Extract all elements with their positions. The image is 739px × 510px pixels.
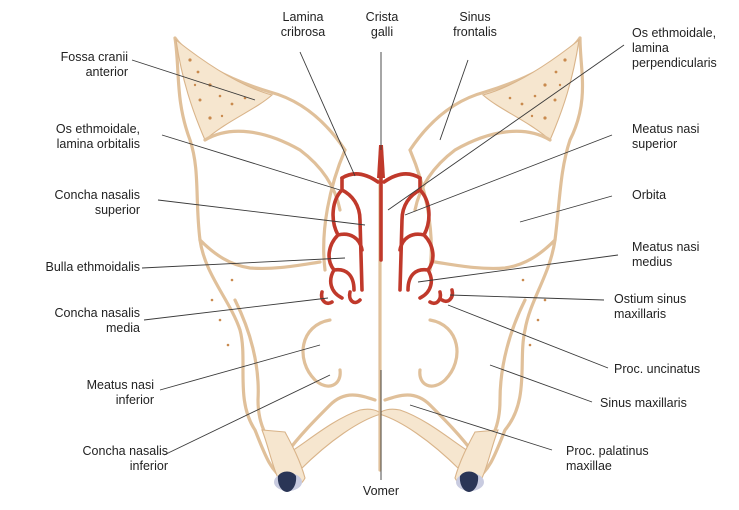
- label-proc-uncinatus: Proc. uncinatus: [614, 362, 700, 377]
- label-ostium-sinus-maxillaris: Ostium sinus maxillaris: [614, 292, 686, 322]
- label-sinus-maxillaris: Sinus maxillaris: [600, 396, 687, 411]
- label-meatus-nasi-superior: Meatus nasi superior: [632, 122, 699, 152]
- label-concha-nasalis-media: Concha nasalis media: [55, 306, 140, 336]
- leader-meatus-nasi-inferior: [160, 345, 320, 390]
- label-os-ethmoidale-orbitalis: Os ethmoidale, lamina orbitalis: [56, 122, 140, 152]
- leader-meatus-nasi-medius: [418, 255, 618, 282]
- label-sinus-frontalis: Sinus frontalis: [440, 10, 510, 40]
- label-meatus-nasi-inferior: Meatus nasi inferior: [87, 378, 154, 408]
- skull-right-half: [379, 38, 583, 492]
- leader-os-ethmoidale-perpendicularis: [388, 45, 624, 210]
- label-meatus-nasi-medius: Meatus nasi medius: [632, 240, 699, 270]
- label-os-ethmoidale-perpendicularis: Os ethmoidale, lamina perpendicularis: [632, 26, 717, 71]
- leader-meatus-nasi-superior: [405, 135, 612, 215]
- leader-orbita: [520, 196, 612, 222]
- label-concha-nasalis-inferior: Concha nasalis inferior: [83, 444, 168, 474]
- label-proc-palatinus-maxillae: Proc. palatinus maxillae: [566, 444, 649, 474]
- label-orbita: Orbita: [632, 188, 666, 203]
- ethmoid-bone: [322, 145, 453, 303]
- label-concha-nasalis-superior: Concha nasalis superior: [55, 188, 140, 218]
- label-vomer: Vomer: [350, 484, 412, 499]
- label-bulla-ethmoidalis: Bulla ethmoidalis: [46, 260, 141, 275]
- label-crista-galli: Crista galli: [352, 10, 412, 40]
- label-fossa-cranii-anterior: Fossa cranii anterior: [61, 50, 128, 80]
- leader-sinus-maxillaris: [490, 365, 592, 402]
- label-lamina-cribrosa: Lamina cribrosa: [268, 10, 338, 40]
- leader-ostium-sinus-maxillaris: [450, 295, 604, 300]
